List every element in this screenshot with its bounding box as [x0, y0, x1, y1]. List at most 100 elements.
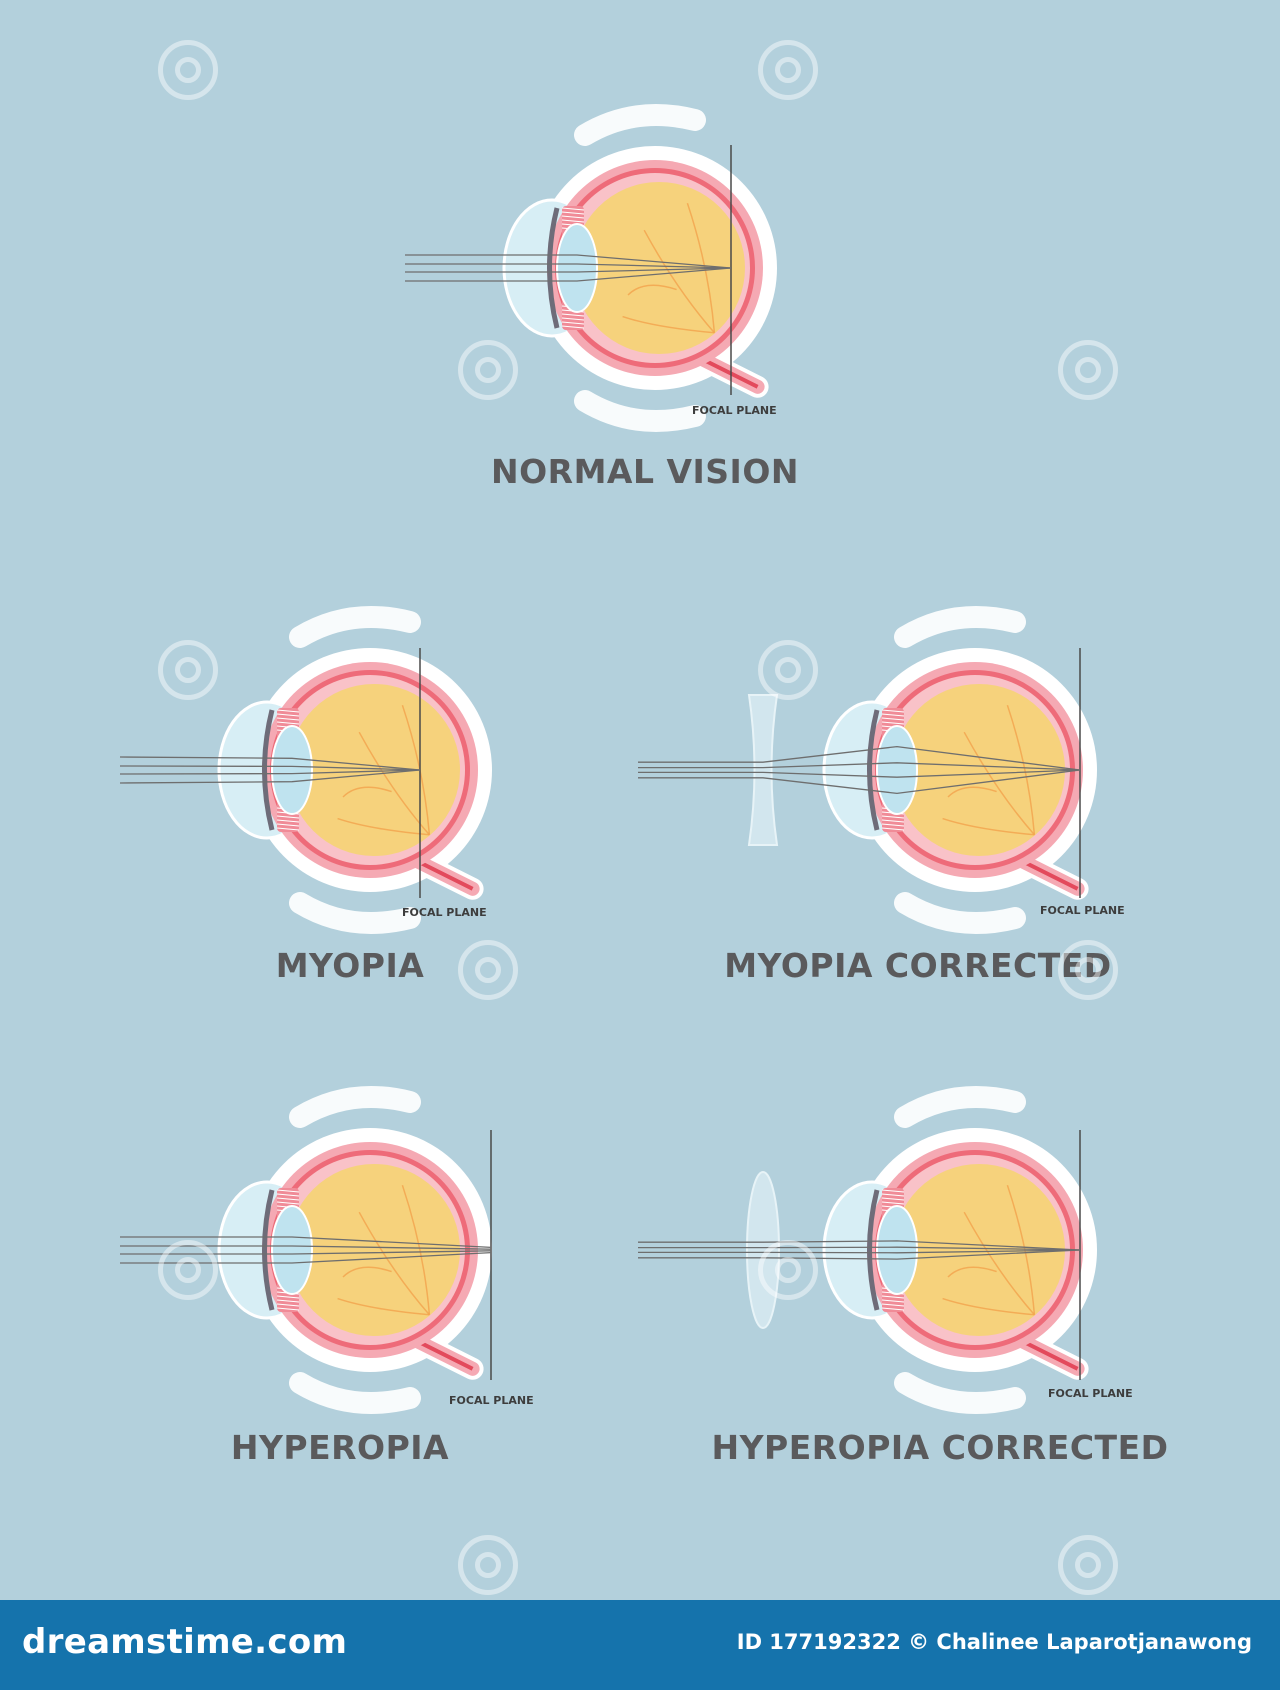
light-ray [119, 765, 421, 771]
watermark-swirl-icon [158, 1240, 218, 1300]
light-ray [119, 756, 421, 771]
crystalline-lens [876, 1205, 918, 1295]
ciliary-fiber [881, 717, 905, 721]
vitreous-body [288, 684, 460, 856]
blood-vessel [963, 1211, 1035, 1316]
eye-hyperopia [120, 1086, 492, 1414]
ciliary-fiber [881, 1197, 905, 1201]
ciliary-fiber [881, 709, 905, 713]
iris [867, 1189, 880, 1311]
ciliary-fiber [881, 1303, 905, 1307]
title-myopia: MYOPIA [275, 946, 425, 985]
ciliary-fiber [276, 1295, 300, 1299]
ciliary-fiber [881, 823, 905, 827]
watermark-swirl-icon [1058, 940, 1118, 1000]
light-ray [638, 1240, 1081, 1251]
blood-vessel [622, 315, 715, 334]
title-hyperopia-corrected: HYPEROPIA CORRECTED [711, 1428, 1169, 1467]
ciliary-fiber [561, 211, 585, 215]
vitreous-body [893, 684, 1065, 856]
vitreous-body [893, 1164, 1065, 1336]
blood-vessel [337, 1297, 430, 1316]
brand-logo[interactable]: dreamstime.com [22, 1622, 348, 1662]
upper-eyelid [574, 104, 706, 146]
blood-vessel [627, 284, 677, 296]
image-credit: ID 177192322 © Chalinee Laparotjanawong [736, 1630, 1252, 1654]
iris [867, 709, 880, 831]
ciliary-fiber [881, 827, 905, 831]
light-rays [638, 745, 1081, 795]
blood-vessel [947, 786, 997, 798]
blood-vessel [1006, 1184, 1036, 1315]
light-ray [638, 1249, 1081, 1260]
ciliary-fiber [561, 317, 585, 321]
ciliary-fiber [561, 219, 585, 223]
ciliary-fiber [881, 819, 905, 823]
eye-hyperopia-corrected [638, 1086, 1097, 1414]
ciliary-fiber [881, 1299, 905, 1303]
blood-vessel [942, 1297, 1035, 1316]
crystalline-lens [271, 725, 313, 815]
blood-vessel [342, 1266, 392, 1278]
blood-vessel [358, 1211, 430, 1316]
ciliary-fiber [276, 713, 300, 717]
focal-plane-label-hyperopia: FOCAL PLANE [449, 1394, 534, 1407]
vitreous-body [288, 1164, 460, 1336]
light-ray [120, 1236, 492, 1249]
lower-eyelid [574, 390, 706, 432]
ciliary-fiber [881, 815, 905, 819]
ciliary-fiber [561, 215, 585, 219]
eye-myopia [119, 606, 492, 934]
ciliary-fiber [881, 1189, 905, 1193]
ciliary-fiber [276, 827, 300, 831]
watermark-swirl-icon [458, 940, 518, 1000]
light-rays [638, 1240, 1081, 1260]
light-rays [405, 254, 732, 282]
light-ray [638, 769, 1081, 795]
crystalline-lens [271, 1205, 313, 1295]
focal-plane-label-normal: FOCAL PLANE [692, 404, 777, 417]
ciliary-fiber [276, 709, 300, 713]
lower-eyelid [289, 892, 421, 934]
ciliary-fiber [276, 819, 300, 823]
vitreous-body [573, 182, 745, 354]
ciliary-fiber [276, 1193, 300, 1197]
watermark-swirl-icon [1058, 1535, 1118, 1595]
eye-myopia-corrected [638, 606, 1097, 934]
upper-eyelid [289, 1086, 421, 1128]
ciliary-fiber [561, 207, 585, 211]
ciliary-fiber [881, 1193, 905, 1197]
focal-plane-label-hyperopia-corrected: FOCAL PLANE [1048, 1387, 1133, 1400]
watermark-swirl-icon [758, 40, 818, 100]
ciliary-fiber [276, 1197, 300, 1201]
ciliary-fiber [276, 721, 300, 725]
blood-vessel [942, 817, 1035, 836]
ciliary-fiber [881, 713, 905, 717]
ciliary-fiber [276, 823, 300, 827]
ciliary-fiber [276, 717, 300, 721]
blood-vessel [947, 1266, 997, 1278]
upper-eyelid [894, 606, 1026, 648]
ciliary-fiber [561, 313, 585, 317]
lower-eyelid [894, 1372, 1026, 1414]
watermark-swirl-icon [1058, 340, 1118, 400]
watermark-swirl-icon [458, 1535, 518, 1595]
ciliary-fiber [561, 325, 585, 329]
blood-vessel [686, 202, 716, 333]
ciliary-fiber [881, 1201, 905, 1205]
lower-eyelid [289, 1372, 421, 1414]
blood-vessel [963, 731, 1035, 836]
ciliary-fiber [276, 815, 300, 819]
crystalline-lens [556, 223, 598, 313]
light-ray [405, 267, 732, 273]
light-ray [638, 1246, 1081, 1251]
watermark-swirl-icon [758, 1240, 818, 1300]
eye-diagrams [119, 104, 1097, 1414]
blood-vessel [401, 1184, 431, 1315]
light-ray [638, 745, 1081, 771]
watermark-swirl-icon [158, 640, 218, 700]
iris [547, 207, 560, 329]
ciliary-fiber [276, 1299, 300, 1303]
blood-vessel [643, 229, 715, 334]
ciliary-fiber [561, 321, 585, 325]
